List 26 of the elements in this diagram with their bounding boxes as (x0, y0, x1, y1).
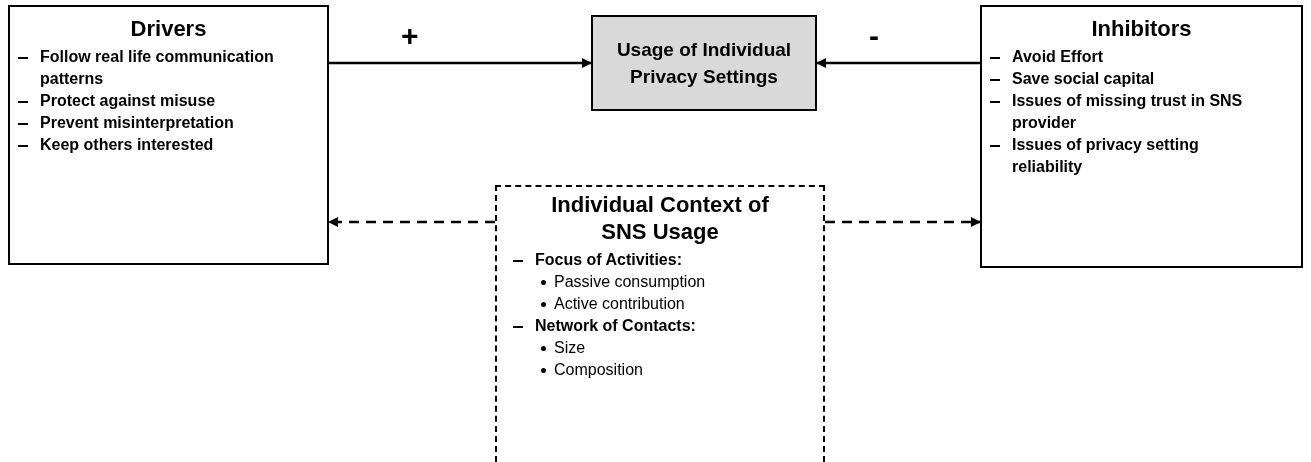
list-item: Avoid Effort (1012, 47, 1103, 67)
arrow (816, 58, 980, 68)
list-item: Focus of Activities: (535, 250, 682, 270)
box-title: Inhibitors (1090, 15, 1193, 42)
list-item: Keep others interested (40, 135, 214, 155)
list-item: Active contribution (554, 294, 685, 314)
box-title: Drivers (129, 15, 208, 42)
arrow (329, 58, 592, 68)
box-title: Usage of Individual Privacy Settings (615, 38, 793, 89)
list-item: Follow real life communication patterns (40, 47, 275, 89)
factor-box (980, 5, 1303, 268)
process-box (591, 15, 817, 111)
box-title: Individual Context of SNS Usage (550, 191, 770, 245)
dashed-arrow (328, 217, 495, 227)
list-item: Passive consumption (554, 272, 706, 292)
factor-box (8, 5, 329, 265)
list-item: Size (554, 338, 586, 358)
dashed-arrow (825, 217, 981, 227)
list-item: Network of Contacts: (535, 316, 696, 336)
list-item: Save social capital (1012, 69, 1155, 89)
list-item: Prevent misinterpretation (40, 113, 234, 133)
dashed-context-box (495, 185, 825, 462)
list-item: Issues of missing trust in SNS provider (1012, 91, 1244, 133)
list-item: Protect against misuse (40, 91, 216, 111)
list-item: Composition (554, 360, 643, 380)
list-item: Issues of privacy setting reliability (1012, 135, 1200, 177)
